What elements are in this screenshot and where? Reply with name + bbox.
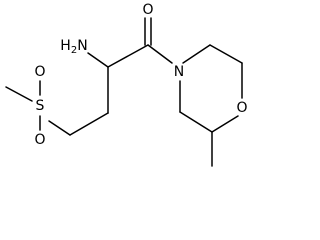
atom-label-sulfur: S [36, 98, 45, 114]
bond-ringo-c3 [211, 115, 239, 133]
bond-c1-c2 [209, 44, 243, 64]
bond-sulfur-methyl [5, 86, 33, 102]
amine-h: H [60, 38, 71, 54]
atom-label-ring-nitrogen: N [174, 64, 184, 80]
bond-carbonyl-ringn [147, 44, 173, 64]
bond-layer [5, 17, 243, 167]
atom-label-sulfonyl-oxygen-bottom: O [34, 132, 45, 148]
atom-label-sulfonyl-oxygen-top: O [34, 64, 45, 80]
bond-ch2-sulfur [48, 120, 71, 136]
amine-subscript: 2 [71, 45, 77, 56]
bond-ringn-c1 [182, 44, 211, 64]
bond-carbonyl-alpha [107, 44, 149, 68]
structure-diagram: H2N O N O S O O [5, 2, 248, 167]
molecule-svg: H2N O N O S O O [5, 2, 248, 167]
atom-label-carbonyl-oxygen: O [142, 2, 153, 18]
bond-c3-c4 [179, 111, 213, 133]
bond-ch2-ch2 [69, 112, 109, 136]
amine-n: N [77, 38, 87, 54]
atom-label-ring-oxygen: O [236, 100, 247, 116]
bond-alpha-amine [87, 52, 109, 68]
atom-label-layer: H2N O N O S O O [34, 2, 247, 148]
atom-label-amine: H2N [60, 38, 87, 56]
